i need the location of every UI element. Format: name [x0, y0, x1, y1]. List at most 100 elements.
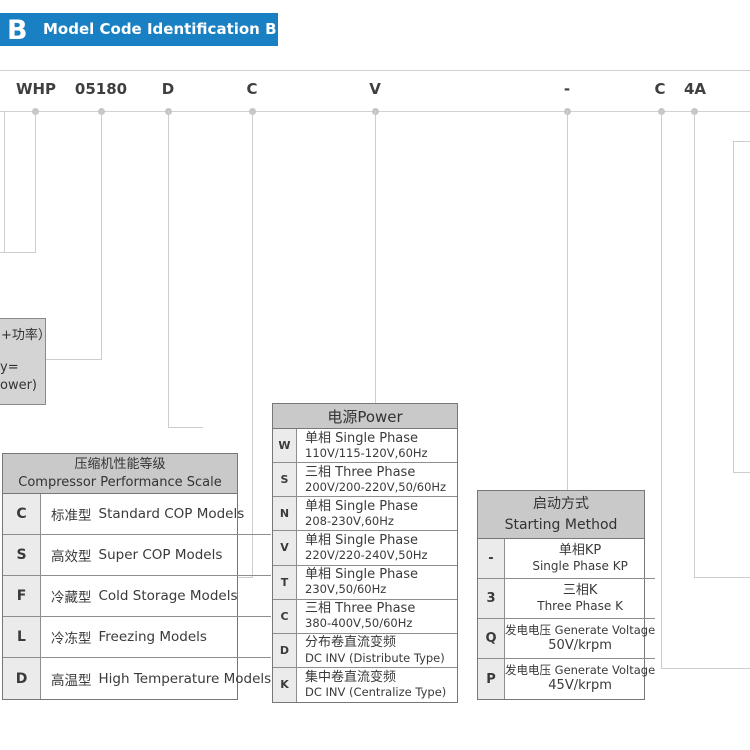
code-segment-whp: WHP: [15, 80, 57, 98]
row-line2: Three Phase K: [537, 599, 623, 614]
row-line1: 单相 Single Phase: [305, 430, 419, 446]
table-row: L 冷冻型 Freezing Models: [3, 617, 272, 658]
code-segment-dash: -: [563, 80, 571, 98]
row-label-cn: 冷藏型: [51, 590, 92, 606]
code-cell: D: [3, 658, 41, 699]
code-cell: T: [273, 565, 297, 599]
code-cell: W: [273, 429, 297, 463]
row-line2: Single Phase KP: [532, 559, 628, 574]
connector-line: [168, 111, 169, 428]
code-cell: 3: [478, 579, 505, 618]
connector-line: [694, 111, 695, 577]
row-line1: 三相 Three Phase: [305, 464, 416, 480]
code-cell: Q: [478, 619, 505, 658]
row-line1: 单相 Single Phase: [305, 498, 419, 514]
code-segment-4a: 4A: [683, 80, 707, 98]
code-cell: L: [3, 617, 41, 657]
code-segment-c: C: [246, 80, 258, 98]
row-label-en: Freezing Models: [98, 629, 207, 645]
table-row: C 标准型 Standard COP Models: [3, 494, 272, 535]
connector-line: [375, 111, 376, 404]
connector-line: [168, 427, 203, 428]
performance-scale-header: 压缩机性能等级 Compressor Performance Scale: [3, 454, 237, 494]
code-cell: C: [3, 494, 41, 534]
capacity-box-line2: y=: [0, 360, 19, 375]
row-label-en: Super COP Models: [98, 547, 223, 563]
code-segment-v: V: [369, 80, 381, 98]
section-banner: [0, 13, 278, 46]
section-letter: B: [7, 15, 28, 46]
performance-scale-table: 压缩机性能等级 Compressor Performance Scale C 标…: [2, 453, 272, 700]
connector-line: [733, 141, 750, 142]
code-cell: C: [273, 599, 297, 633]
code-segment-c2: C: [654, 80, 666, 98]
code-cell: N: [273, 497, 297, 531]
connector-line: [694, 577, 750, 578]
row-line2: 220V/220-240V,50Hz: [305, 548, 428, 563]
row-line1: 三相 Three Phase: [305, 601, 416, 617]
connector-line: [101, 111, 102, 360]
row-line2: 230V,50/60Hz: [305, 582, 387, 597]
row-label-cn: 冷冻型: [51, 631, 92, 647]
row-label-en: Standard COP Models: [98, 506, 245, 522]
row-label-cn: 高温型: [51, 672, 92, 689]
connector-line: [252, 111, 253, 577]
power-table-header-text: 电源Power: [327, 407, 403, 426]
row-line1: 单相 Single Phase: [305, 567, 419, 583]
capacity-box: [0, 318, 46, 405]
row-label-en: High Temperature Models: [98, 670, 272, 687]
code-segment-05180: 05180: [74, 80, 128, 98]
top-rule: [0, 70, 750, 71]
row-line1: 发电电压 Generate Voltage: [505, 663, 656, 678]
code-cell: -: [478, 539, 505, 578]
connector-line: [661, 668, 750, 669]
row-label-cn: 高效型: [51, 549, 92, 565]
code-cell: P: [478, 659, 505, 699]
row-line1: 发电电压 Generate Voltage: [505, 622, 656, 637]
power-table-header: 电源Power: [273, 404, 457, 429]
connector-line: [0, 252, 36, 253]
performance-scale-header-en: Compressor Performance Scale: [18, 474, 222, 490]
row-line2: 380-400V,50/60Hz: [305, 616, 413, 631]
code-cell: V: [273, 531, 297, 565]
row-line1: 单相 Single Phase: [305, 532, 419, 548]
row-label-en: Cold Storage Models: [98, 588, 238, 604]
starting-method-header: 启动方式 Starting Method: [478, 491, 644, 539]
code-cell: F: [3, 576, 41, 616]
code-segment-d: D: [161, 80, 175, 98]
capacity-box-line3: ower): [0, 378, 38, 393]
starting-method-header-cn: 启动方式: [533, 496, 589, 513]
code-cell: S: [273, 463, 297, 497]
table-row: D 高温型 High Temperature Models: [3, 658, 271, 699]
performance-scale-header-cn: 压缩机性能等级: [74, 456, 166, 472]
row-line2: 50V/krpm: [548, 637, 612, 653]
connector-line: [733, 141, 734, 472]
row-line2: 110V/115-120V,60Hz: [305, 445, 428, 460]
table-row: F 冷藏型 Cold Storage Models: [3, 576, 272, 617]
row-line2: 200V/200-220V,50/60Hz: [305, 479, 447, 494]
connector-line: [44, 359, 102, 360]
row-line2: DC INV (Centralize Type): [305, 685, 447, 700]
row-label-cn: 标准型: [51, 508, 92, 524]
code-cell: D: [273, 633, 297, 667]
connector-line: [238, 577, 253, 578]
code-cell: K: [273, 667, 297, 702]
connector-line: [661, 111, 662, 669]
